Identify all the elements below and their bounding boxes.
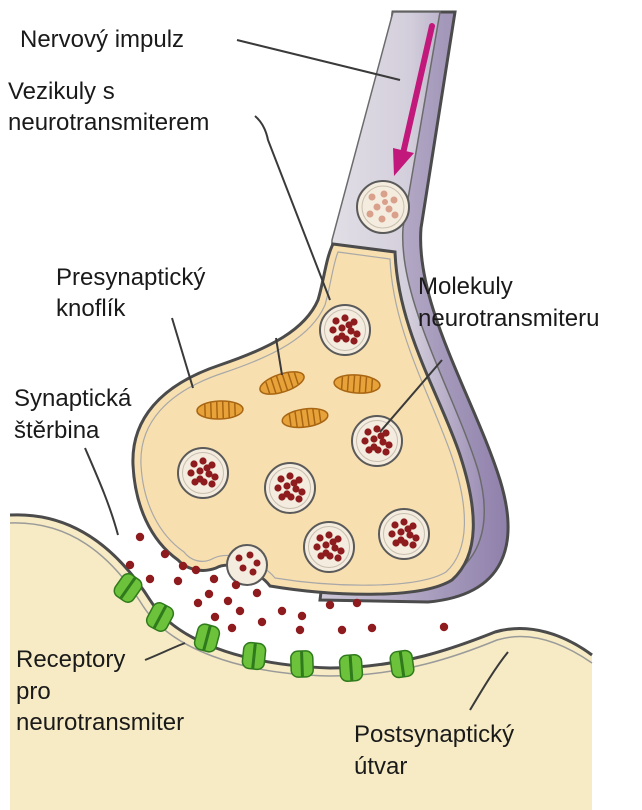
label-receptors-line1: Receptory	[16, 645, 125, 674]
label-receptors-line3: neurotransmiter	[16, 708, 184, 737]
neurotransmitter-molecule	[192, 566, 200, 574]
vesicle	[304, 522, 354, 572]
neurotransmitter-molecule	[146, 575, 154, 583]
neurotransmitter-molecule	[179, 562, 187, 570]
receptor	[242, 642, 267, 670]
neurotransmitter-molecule	[205, 590, 213, 598]
neurotransmitter-molecule	[278, 607, 286, 615]
neurotransmitter-molecule	[338, 626, 346, 634]
vesicle	[178, 448, 228, 498]
pointer-nerve-impulse	[237, 40, 400, 80]
label-nerve-impulse: Nervový impulz	[20, 25, 184, 54]
vesicle-fusing	[227, 545, 267, 585]
label-vesicles-line1: Vezikuly s	[8, 77, 115, 106]
receptor	[389, 650, 414, 679]
neurotransmitter-molecule	[224, 597, 232, 605]
neurotransmitter-molecule	[440, 623, 448, 631]
neurotransmitter-molecule	[228, 624, 236, 632]
neurotransmitter-molecule	[298, 612, 306, 620]
vesicle	[265, 463, 315, 513]
label-presynaptic-line1: Presynaptický	[56, 263, 205, 292]
label-postsynaptic-line1: Postsynaptický	[354, 720, 514, 749]
neurotransmitter-molecule	[296, 626, 304, 634]
neurotransmitter-molecule	[126, 561, 134, 569]
pointer-cleft	[85, 448, 118, 535]
neurotransmitter-molecule	[232, 581, 240, 589]
label-receptors-line2: pro	[16, 677, 51, 706]
neurotransmitter-molecule	[326, 601, 334, 609]
pointer-vesicles	[255, 116, 330, 300]
neurotransmitter-molecule	[210, 575, 218, 583]
label-molecules-line1: Molekuly	[418, 272, 513, 301]
neurotransmitter-molecule	[258, 618, 266, 626]
label-molecules-line2: neurotransmiteru	[418, 304, 599, 333]
neurotransmitter-molecule	[161, 550, 169, 558]
neurotransmitter-molecule	[194, 599, 202, 607]
label-cleft-line2: štěrbina	[14, 416, 99, 445]
receptor	[291, 651, 314, 678]
label-vesicles-line2: neurotransmiterem	[8, 108, 209, 137]
neurotransmitter-molecule	[353, 599, 361, 607]
neurotransmitter-molecule	[136, 533, 144, 541]
neurotransmitter-molecule	[253, 589, 261, 597]
label-cleft-line1: Synaptická	[14, 384, 131, 413]
receptor	[339, 654, 363, 681]
vesicle	[320, 305, 370, 355]
vesicle	[352, 416, 402, 466]
neurotransmitter-molecule	[368, 624, 376, 632]
neurotransmitter-molecule	[236, 607, 244, 615]
label-postsynaptic-line2: útvar	[354, 752, 407, 781]
neurotransmitter-molecule	[211, 613, 219, 621]
label-presynaptic-line2: knoflík	[56, 294, 125, 323]
vesicle	[379, 509, 429, 559]
vesicle-axon	[357, 181, 409, 233]
neurotransmitter-molecule	[174, 577, 182, 585]
pointer-presynaptic	[172, 318, 193, 388]
